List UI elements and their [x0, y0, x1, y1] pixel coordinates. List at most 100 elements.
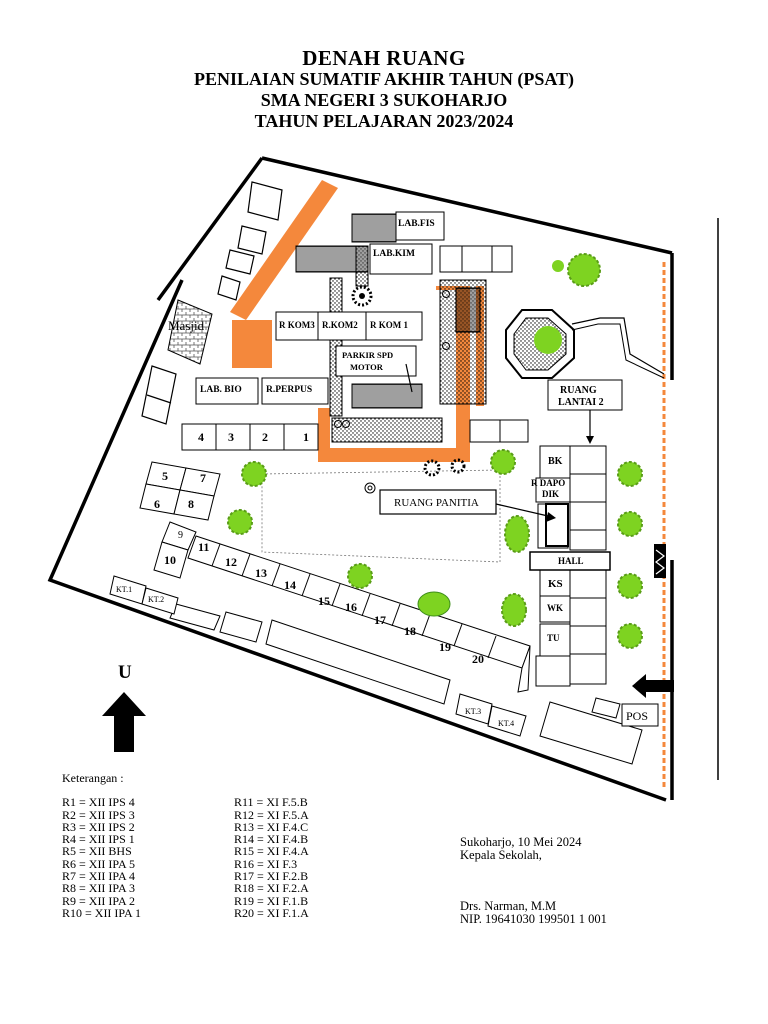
- r-kom3-label: R KOM3: [279, 320, 315, 330]
- left-small-buildings: [141, 181, 283, 425]
- corridor-dots-4: [331, 417, 443, 443]
- courtyard: [261, 469, 501, 563]
- ks-label: KS: [548, 578, 563, 590]
- rooms-5-10: [139, 461, 221, 579]
- ruang-lantai2-box: [547, 379, 623, 411]
- lower-wing-boxes: [109, 575, 643, 765]
- lab-fis-label: LAB.FIS: [398, 219, 435, 229]
- legend-item: R15 = XI F.4.A: [234, 844, 309, 859]
- signer-nip: NIP. 19641030 199501 1 001: [460, 912, 607, 926]
- office-wing: [535, 445, 607, 687]
- signer-role: Kepala Sekolah,: [460, 848, 542, 862]
- room-19-number: 19: [439, 640, 451, 654]
- legend-item: R14 = XI F.4.B: [234, 832, 309, 847]
- parking-label-box: [335, 345, 417, 377]
- room-8-number: 8: [188, 497, 194, 511]
- legend-col-right: R11 = XI F.5.B R12 = XI F.5.A R13 = XI F…: [234, 796, 406, 919]
- legend-item: R16 = XI F.3: [234, 856, 298, 871]
- legend: Keterangan : R1 = XII IPS 4 R2 = XII IPS…: [62, 771, 406, 920]
- building-top-right: [439, 245, 513, 273]
- legend-item: R1 = XII IPS 4: [62, 795, 135, 810]
- room-10-number: 10: [164, 553, 176, 567]
- masjid-building: [167, 299, 213, 365]
- r-kom2-label: R.KOM2: [322, 320, 358, 330]
- page-title: DENAH RUANG: [302, 46, 466, 70]
- north-arrow-icon: [102, 692, 146, 752]
- legend-item: R11 = XI F.5.B: [234, 795, 308, 810]
- kt4-label: KT.4: [498, 719, 514, 728]
- panitia-pointer: [495, 503, 549, 517]
- room-7-number: 7: [200, 471, 206, 485]
- signature-block: Sukoharjo, 10 Mei 2024 Kepala Sekolah, D…: [460, 836, 607, 926]
- hall-label: HALL: [558, 556, 584, 566]
- r-perpus-room: [261, 377, 329, 405]
- legend-item: R12 = XI F.5.A: [234, 807, 309, 822]
- lab-bio-label: LAB. BIO: [200, 385, 242, 395]
- tree-icon: [227, 253, 643, 649]
- room-14-number: 14: [284, 578, 296, 592]
- room-18-number: 18: [404, 624, 416, 638]
- kt2-label: KT.2: [148, 595, 164, 604]
- room-1-number: 1: [303, 430, 309, 444]
- room-20-number: 20: [472, 652, 484, 666]
- room-3-number: 3: [228, 430, 234, 444]
- rooms-1-4: [181, 423, 319, 451]
- room-2-number: 2: [262, 430, 268, 444]
- lab-bio-room: [195, 377, 259, 405]
- gate-icon: [654, 544, 666, 578]
- right-wing-hatch: [455, 287, 481, 333]
- wk-label: WK: [547, 603, 563, 613]
- signer-name: Drs. Narman, M.M: [460, 899, 557, 913]
- legend-heading: Keterangan :: [62, 771, 124, 785]
- lab-fis-room: [395, 211, 445, 241]
- r-dapo-label-line1: R DAPO: [531, 478, 565, 488]
- legend-item: R18 = XI F.2.A: [234, 881, 309, 896]
- ruang-lantai2-line2: LANTAI 2: [558, 397, 604, 408]
- legend-item: R20 = XI F.1.A: [234, 905, 309, 920]
- ruang-panitia-label: RUANG PANITIA: [394, 497, 479, 509]
- lab-kim-label: LAB.KIM: [373, 249, 415, 259]
- north-label: U: [118, 662, 132, 683]
- page-subtitle: PENILAIAN SUMATIF AKHIR TAHUN (PSAT): [193, 69, 575, 89]
- hall-box: [529, 551, 611, 571]
- r-dapo-label-line2: DIK: [542, 489, 559, 499]
- legend-item: R6 = XII IPA 5: [62, 856, 136, 871]
- pos-box: [621, 703, 659, 727]
- path-line: [571, 317, 665, 375]
- parking-label-line1: PARKIR SPD: [342, 350, 393, 360]
- academic-year: TAHUN PELAJARAN 2023/2024: [254, 111, 514, 131]
- school-name: SMA NEGERI 3 SUKOHARJO: [260, 90, 508, 110]
- lab-kim-room: [369, 243, 433, 275]
- room-16-number: 16: [345, 600, 357, 614]
- rooms-11-20: [187, 535, 531, 693]
- lab-fis-hatch: [351, 213, 397, 243]
- room-6-number: 6: [154, 497, 160, 511]
- r-perpus-label: R.PERPUS: [266, 385, 312, 395]
- shrub-icon: [351, 285, 466, 477]
- tu-label: TU: [547, 633, 560, 643]
- entrance-arrow-icon: [632, 674, 674, 698]
- bk-label: BK: [548, 456, 563, 467]
- r-kom1-room: [365, 311, 423, 341]
- legend-item: R2 = XII IPS 3: [62, 807, 135, 822]
- legend-item: R17 = XI F.2.B: [234, 869, 309, 884]
- corridor-dots: [355, 245, 369, 287]
- r-kom3-room: [275, 311, 319, 341]
- room-11-number: 11: [198, 540, 209, 554]
- r-kom2-room: [317, 311, 367, 341]
- title-block: DENAH RUANG PENILAIAN SUMATIF AKHIR TAHU…: [0, 48, 768, 132]
- room-12-number: 12: [225, 555, 237, 569]
- room-15-number: 15: [318, 594, 330, 608]
- ruang-panitia-box: [379, 489, 497, 515]
- room-5-number: 5: [162, 469, 168, 483]
- room-4-number: 4: [198, 430, 204, 444]
- legend-item: R10 = XII IPA 1: [62, 905, 142, 920]
- parking-pointer: [405, 363, 413, 393]
- building-mid-right: [469, 419, 529, 443]
- legend-col-left: R1 = XII IPS 4 R2 = XII IPS 3 R3 = XII I…: [62, 796, 234, 919]
- legend-item: R13 = XI F.4.C: [234, 819, 309, 834]
- ruang-lantai2-line1: RUANG: [560, 385, 597, 396]
- kt3-label: KT.3: [465, 707, 481, 716]
- legend-item: R5 = XII BHS: [62, 844, 132, 859]
